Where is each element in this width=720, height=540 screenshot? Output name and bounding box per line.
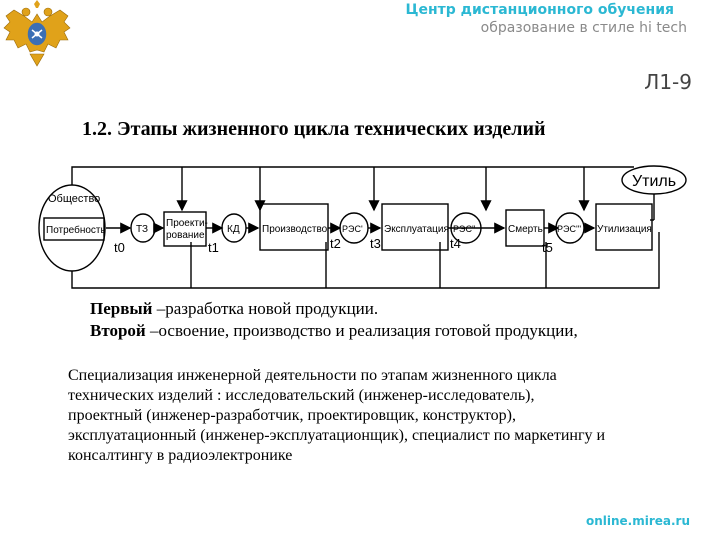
production-label: Производство [262, 224, 328, 235]
stages-block: Первый –разработка новой продукции. Втор… [90, 298, 578, 342]
design-label-2: рование [166, 230, 205, 241]
lecture-code: Л1-9 [644, 70, 692, 94]
spec-line: эксплуатационный (инженер-эксплуатационщ… [68, 427, 606, 444]
specialization-text: Специализация инженерной деятельности по… [68, 366, 708, 466]
stage-first: Первый –разработка новой продукции. [90, 299, 379, 318]
tz-circle [130, 213, 156, 243]
design-box [163, 211, 207, 247]
slogan: образование в стиле hi tech [480, 20, 687, 36]
life-cycle-diagram: Общество Потребность Утиль ТЗ Проекти- р… [38, 165, 687, 289]
res3-label: РЭС''' [557, 224, 581, 234]
mirea-emblem-logo [3, 0, 71, 67]
t4-label: t4 [450, 236, 461, 251]
t0-label: t0 [114, 240, 125, 255]
spec-line: проектный (инженер-разработчик, проектир… [68, 407, 516, 424]
res2-label: РЭС'' [453, 224, 476, 234]
exploitation-box [381, 203, 449, 251]
t5-label: t5 [542, 240, 553, 255]
kd-label: КД [227, 224, 240, 235]
design-label-1: Проекти- [166, 218, 208, 229]
spec-line: Специализация инженерной деятельности по… [68, 367, 557, 384]
center-name: Центр дистанционного обучения [405, 2, 675, 18]
need-label: Потребность [46, 224, 106, 236]
res1-label: РЭС' [342, 224, 363, 234]
utility-label: Утиль [632, 173, 676, 190]
spec-line: технических изделий : исследовательский … [68, 387, 535, 404]
need-box [43, 217, 105, 241]
production-box [259, 203, 329, 251]
res3-circle [555, 212, 585, 244]
death-box [505, 209, 545, 247]
footer-link[interactable]: online.mirea.ru [585, 514, 690, 528]
res2-circle [450, 212, 482, 244]
t2-label: t2 [330, 236, 341, 251]
death-label: Смерть [508, 224, 543, 235]
exploitation-label: Эксплуатация [384, 224, 449, 235]
utilization-box [595, 203, 653, 251]
tz-label: ТЗ [136, 224, 148, 235]
spec-line: консалтингу в радиоэлектронике [68, 447, 293, 464]
society-label: Общество [48, 193, 100, 205]
res1-circle [339, 212, 369, 244]
kd-circle [221, 213, 247, 243]
page-title: 1.2. Этапы жизненного цикла технических … [82, 118, 546, 140]
utilization-label: Утилизация [597, 224, 652, 235]
stage-second: Второй –освоение, производство и реализа… [90, 321, 578, 340]
t1-label: t1 [208, 240, 219, 255]
t3-label: t3 [370, 236, 381, 251]
